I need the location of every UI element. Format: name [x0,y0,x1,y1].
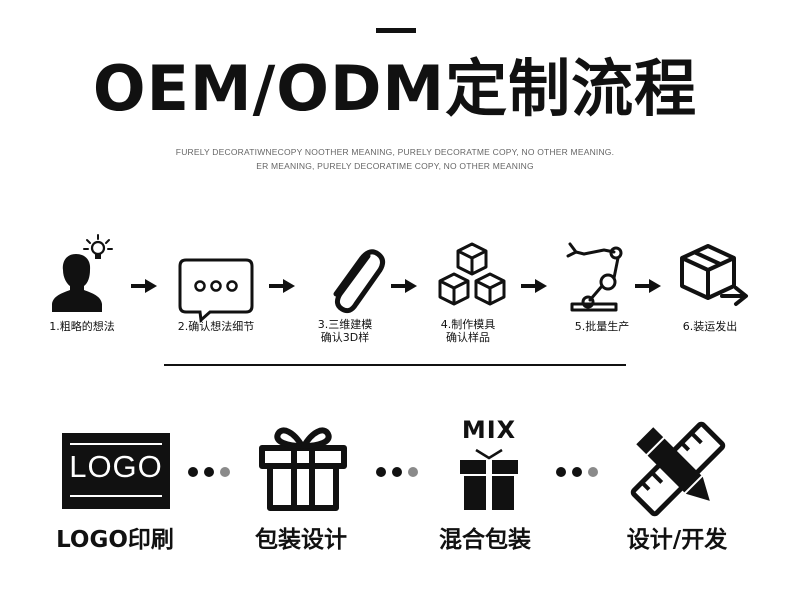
step-3-label: 3.三维建模 确认3D样 [285,318,405,344]
top-accent-bar [376,28,416,33]
step-5-label: 5.批量生产 [574,320,630,333]
step-4-label: 4.制作模具 确认样品 [408,318,528,344]
arrow-right-icon [521,279,547,293]
paperclip-icon [333,249,386,314]
step-3-label-line-1: 3.三维建模 [317,318,373,331]
robot-arm-icon [566,242,623,312]
pencil-ruler-icon [630,421,726,517]
subtitle-line-2: ER MEANING, PURELY DECORATIME COPY, NO O… [256,161,534,171]
service-3-label: 混合包装 [439,527,531,553]
arrow-right-icon [635,279,661,293]
step-2-label: 2.确认想法细节 [177,320,255,333]
page-title: OEM/ODM定制流程 [92,52,698,125]
service-4-label: 设计/开发 [626,527,728,553]
arrow-right-icon [269,279,295,293]
arrow-right-icon [391,279,417,293]
service-1-label: LOGO印刷 [56,527,174,553]
chat-bubble-icon [178,258,254,324]
step-6-label: 6.装运发出 [682,320,738,333]
arrow-right-icon [131,279,157,293]
step-4-label-line-2: 确认样品 [446,331,490,344]
dots-separator [376,467,418,477]
logo-text: LOGO [69,449,163,484]
dots-separator [188,467,230,477]
step-3-label-line-2: 确认3D样 [320,331,370,344]
dots-separator [556,467,598,477]
step-1-label: 1.粗略的想法 [49,320,115,333]
section-divider [164,364,626,366]
step-4-label-line-1: 4.制作模具 [440,318,496,331]
subtitle-line-1: FURELY DECORATIWNECOPY NOOTHER MEANING, … [175,147,615,157]
cubes-icon [438,242,506,306]
shipping-box-icon [680,244,748,306]
service-2-label: 包装设计 [255,527,347,553]
mix-box-icon [460,448,518,510]
logo-print-icon: LOGO [62,433,170,509]
mix-text: MIX [461,416,517,444]
person-idea-icon [52,234,113,312]
gift-box-icon [259,427,347,511]
